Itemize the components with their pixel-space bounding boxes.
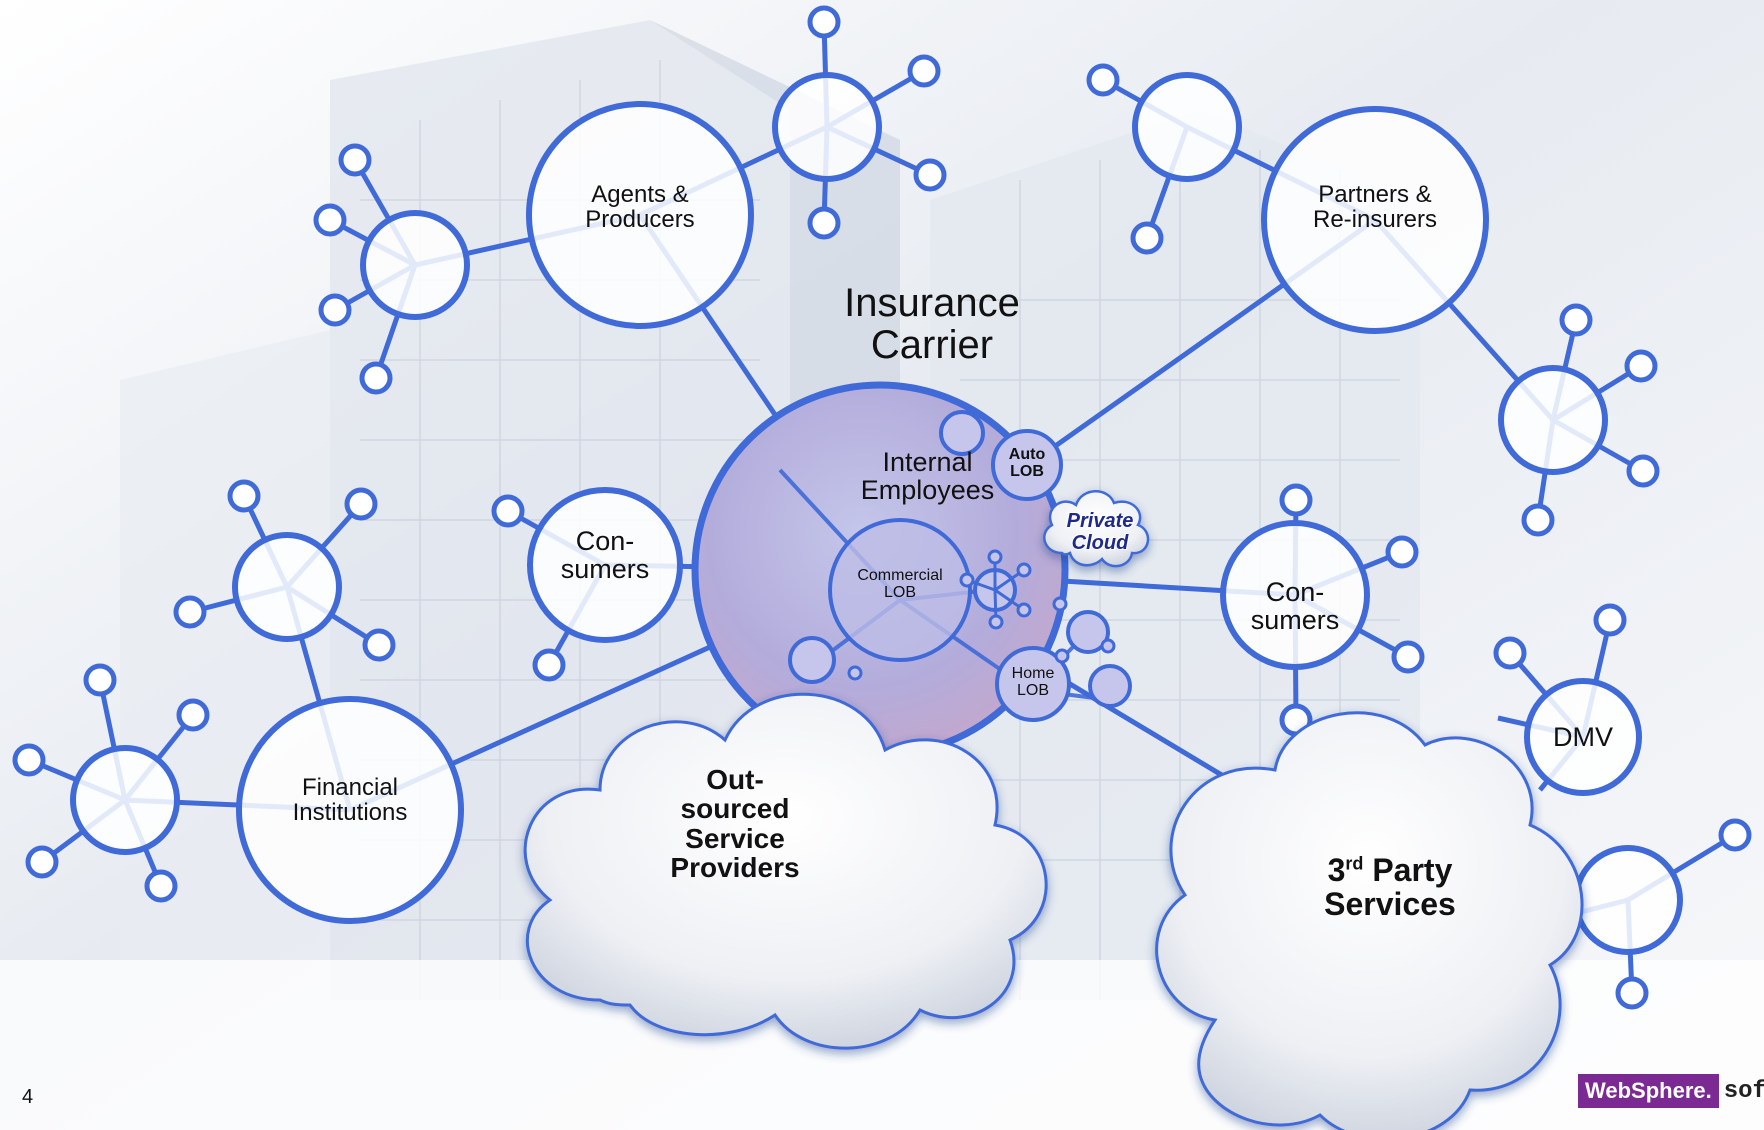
satellite-circle[interactable]	[1279, 483, 1313, 517]
satellite-circle[interactable]	[1624, 349, 1658, 383]
third-party-cloud-shape	[1155, 711, 1584, 1130]
private-cloud-shape	[1043, 490, 1150, 568]
consumers-right-node[interactable]	[1220, 520, 1370, 670]
consumers-right-hub	[1279, 483, 1425, 737]
hub-circle[interactable]	[360, 210, 470, 320]
websphere-logo: WebSphere. software	[1578, 1073, 1764, 1109]
satellite-circle[interactable]	[25, 845, 59, 879]
satellite-circle[interactable]	[176, 698, 210, 732]
satellite-circle[interactable]	[1615, 976, 1649, 1010]
inner-small-node	[1088, 664, 1132, 708]
brand-word: WebSphere.	[1578, 1074, 1719, 1108]
satellite-circle[interactable]	[807, 5, 841, 39]
satellite-circle[interactable]	[338, 143, 372, 177]
satellite-circle[interactable]	[1718, 818, 1752, 852]
dmv-node[interactable]	[1524, 678, 1642, 796]
partners-right-hub	[1498, 303, 1660, 537]
agents-left-hub	[313, 143, 470, 395]
satellite-circle[interactable]	[227, 479, 261, 513]
satellite-circle[interactable]	[1626, 454, 1660, 488]
financial-node[interactable]	[236, 696, 464, 924]
satellite-circle[interactable]	[12, 743, 46, 777]
inner-dot	[1016, 562, 1032, 578]
inner-small-node	[788, 636, 836, 684]
agents-right-hub	[772, 5, 947, 240]
satellite-circle[interactable]	[491, 494, 525, 528]
satellite-circle[interactable]	[313, 203, 347, 237]
satellite-circle[interactable]	[807, 206, 841, 240]
inner-dot	[1100, 638, 1116, 654]
satellite-circle[interactable]	[1385, 535, 1419, 569]
brand-suffix: software	[1723, 1077, 1764, 1105]
commercial-lob-node[interactable]	[828, 518, 972, 662]
satellite-circle[interactable]	[359, 361, 393, 395]
inner-dot	[847, 665, 863, 681]
satellite-circle[interactable]	[532, 648, 566, 682]
financial-upper-hub	[173, 479, 396, 662]
auto-lob-node[interactable]	[991, 429, 1063, 501]
agents-node[interactable]	[526, 101, 754, 329]
satellite-circle[interactable]	[173, 595, 207, 629]
satellite-circle[interactable]	[1593, 603, 1627, 637]
internal-employees-node[interactable]	[691, 381, 1132, 759]
hub-circle[interactable]	[1498, 365, 1608, 475]
consumers-left-node[interactable]	[527, 487, 683, 643]
inner-small-node	[939, 410, 985, 456]
satellite-circle[interactable]	[362, 628, 396, 662]
hub-circle[interactable]	[70, 745, 180, 855]
satellite-circle[interactable]	[344, 487, 378, 521]
inner-dot	[1052, 596, 1068, 612]
partners-node[interactable]	[1261, 106, 1489, 334]
satellite-circle[interactable]	[318, 293, 352, 327]
inner-small-node	[1066, 610, 1110, 654]
financial-left-hub	[12, 663, 210, 903]
satellite-circle[interactable]	[1521, 503, 1555, 537]
hub-circle[interactable]	[1573, 845, 1683, 955]
satellite-circle[interactable]	[1493, 636, 1527, 670]
home-lob-node[interactable]	[995, 646, 1071, 722]
satellite-circle[interactable]	[913, 158, 947, 192]
inner-dot	[987, 549, 1003, 565]
node-circles	[236, 101, 1642, 924]
inner-dot	[959, 572, 975, 588]
outsourced-cloud-shape	[523, 692, 1048, 1050]
satellite-circle[interactable]	[1559, 303, 1593, 337]
hub-circle[interactable]	[1132, 72, 1242, 182]
partners-left-hub	[1086, 63, 1242, 255]
inner-dot	[988, 614, 1004, 630]
satellite-circle[interactable]	[83, 663, 117, 697]
satellite-circle[interactable]	[1130, 221, 1164, 255]
satellite-circle[interactable]	[144, 869, 178, 903]
inner-dot	[1054, 648, 1070, 664]
satellite-circle[interactable]	[907, 54, 941, 88]
hub-circle[interactable]	[772, 72, 882, 182]
inner-dot	[1016, 602, 1032, 618]
hub-circle[interactable]	[232, 532, 342, 642]
page-number: 4	[22, 1086, 34, 1108]
satellite-circle[interactable]	[1391, 640, 1425, 674]
satellite-circle[interactable]	[1086, 63, 1120, 97]
private-cloud-label: Private Cloud	[1066, 510, 1134, 554]
